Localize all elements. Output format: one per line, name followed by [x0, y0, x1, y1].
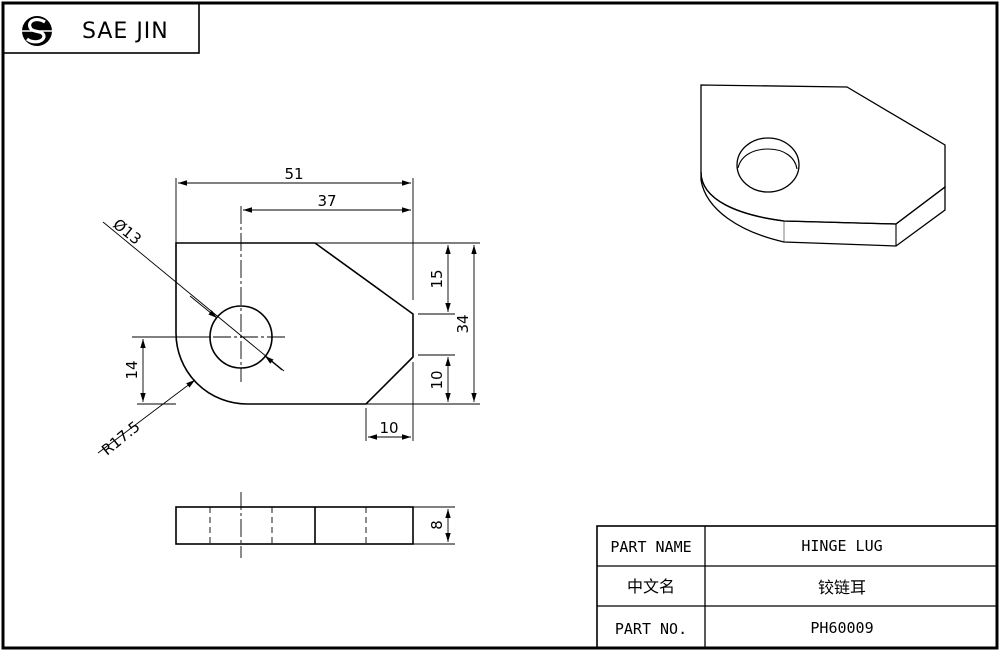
title-label-part-no: PART NO. [615, 620, 687, 638]
dim-thickness: 8 [428, 520, 446, 530]
dim-line-corner-radius [97, 379, 196, 454]
dim-overall-width: 51 [284, 165, 303, 183]
dim-overall-height: 34 [454, 314, 472, 333]
title-label-chinese-name: 中文名 [627, 577, 675, 596]
title-value-part-no: PH60009 [810, 619, 873, 637]
title-label-part-name: PART NAME [610, 538, 691, 556]
dim-hole-center-height: 14 [123, 360, 141, 379]
brand-name: SAE JIN [82, 19, 169, 44]
brand-box [2, 2, 200, 54]
bottom-view: 8 [175, 492, 455, 558]
iso-top-face [700, 84, 946, 225]
dim-line-hole-diameter [102, 221, 285, 372]
sj-logo-icon [22, 16, 52, 46]
front-view [132, 206, 414, 405]
dim-lower-flat: 10 [428, 370, 446, 389]
dim-corner-radius: R17.5 [98, 418, 143, 460]
dim-hole-center-to-right: 37 [317, 192, 336, 210]
part-outline [175, 242, 414, 405]
dim-chamfer-width: 10 [379, 419, 398, 437]
isometric-view [700, 84, 946, 247]
dim-hole-diameter: Ø13 [109, 215, 144, 248]
iso-side-face [700, 171, 946, 247]
dim-top-flat: 15 [428, 269, 446, 288]
title-value-part-name: HINGE LUG [801, 537, 882, 555]
iso-hole [736, 137, 800, 193]
title-block: PART NAME HINGE LUG 中文名 铰链耳 PART NO. PH6… [596, 525, 998, 649]
bottom-view-outline [175, 506, 414, 545]
dimensions: 51 37 Ø13 15 10 34 14 R17.5 [97, 165, 480, 460]
title-value-chinese-name: 铰链耳 [818, 578, 866, 597]
brand-header: SAE JIN [2, 2, 200, 54]
